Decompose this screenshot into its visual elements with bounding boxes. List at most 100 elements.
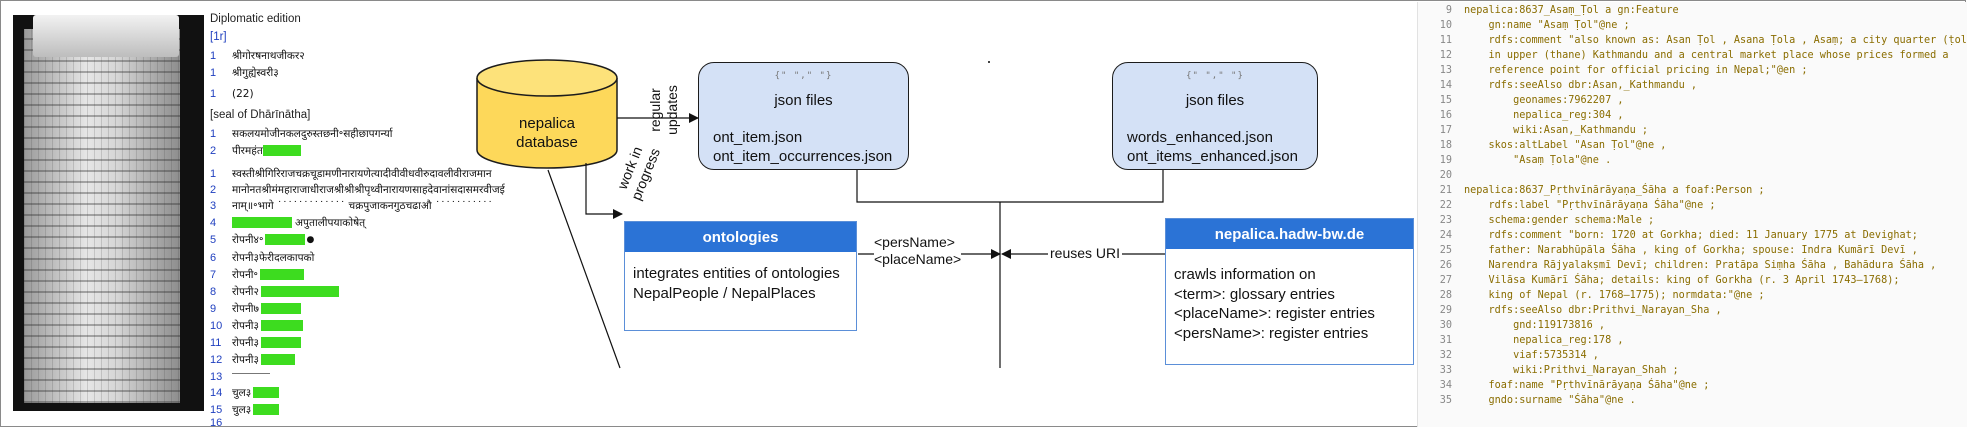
code-line: 11 rdfs:comment "also known as: Asan Ṭol… bbox=[1439, 35, 1967, 46]
line-number: 10 bbox=[210, 319, 223, 332]
edge-json-join bbox=[856, 168, 1164, 203]
edition-title: Diplomatic edition bbox=[210, 13, 301, 25]
line-number: 6 bbox=[210, 251, 217, 264]
json-icon: {" "," "} bbox=[774, 71, 833, 81]
json-files-box-left[interactable]: {" "," "} json files ont_item.json ont_i… bbox=[698, 62, 909, 170]
code-line: 24 rdfs:comment "born: 1720 at Gorkha; d… bbox=[1439, 230, 1918, 241]
line-number: 15 bbox=[210, 403, 223, 416]
line-number: 13 bbox=[210, 370, 223, 383]
edge-diagonal bbox=[547, 169, 621, 369]
code-line: 30 gnd:119173816 , bbox=[1439, 320, 1606, 331]
json-file-list: ont_item.json ont_item_occurrences.json bbox=[713, 129, 893, 165]
edition-line: 1(22) bbox=[210, 87, 254, 100]
code-line: 20 bbox=[1439, 170, 1452, 181]
ontologies-title: ontologies bbox=[625, 222, 856, 252]
line-number: 4 bbox=[210, 216, 217, 229]
code-line: 35 gndo:surname "Śāha"@ne . bbox=[1439, 395, 1636, 406]
line-number: 7 bbox=[210, 268, 217, 281]
database-label: nepalica database bbox=[516, 115, 578, 151]
line-number: 1 bbox=[210, 167, 217, 180]
line-number: 8 bbox=[210, 285, 217, 298]
database-cylinder[interactable] bbox=[476, 59, 618, 169]
json-file-list: words_enhanced.json ont_items_enhanced.j… bbox=[1127, 129, 1298, 165]
stray-dot bbox=[988, 61, 990, 63]
code-line: 17 wiki:Asan,_Kathmandu ; bbox=[1439, 125, 1649, 136]
edition-seal-note: [seal of Dhārīnātha] bbox=[210, 109, 311, 121]
entity-highlight[interactable] bbox=[261, 337, 301, 348]
code-line: 16 nepalica_reg:304 , bbox=[1439, 110, 1624, 121]
edge-label-ontologies: <persName> <placeName> bbox=[874, 234, 962, 268]
hadw-box[interactable]: nepalica.hadw-bw.de crawls information o… bbox=[1165, 218, 1414, 365]
line-number: 1 bbox=[210, 87, 217, 100]
edition-line: 16 bbox=[210, 417, 232, 429]
entity-highlight[interactable] bbox=[253, 387, 280, 398]
code-line: 22 rdfs:label "Pṛthvīnārāyaṇa Śāha"@ne ; bbox=[1439, 200, 1716, 211]
manuscript-paper bbox=[24, 29, 180, 403]
line-number: 16 bbox=[210, 417, 223, 429]
manuscript-folded-top bbox=[33, 15, 179, 57]
line-number: 1 bbox=[210, 66, 217, 79]
json-box-title: json files bbox=[1185, 92, 1245, 109]
entity-highlight[interactable] bbox=[253, 404, 280, 415]
line-number: 2 bbox=[210, 183, 217, 196]
line-number: 11 bbox=[210, 336, 222, 349]
code-line: 28 king of Nepal (r. 1768–1775); normdat… bbox=[1439, 290, 1765, 301]
line-number: 14 bbox=[210, 386, 223, 399]
code-line: 14 rdfs:seeAlso dbr:Asan,_Kathmandu , bbox=[1439, 80, 1698, 91]
edition-folio[interactable]: [1r] bbox=[210, 31, 227, 43]
line-number: 5 bbox=[210, 233, 217, 246]
hadw-title: nepalica.hadw-bw.de bbox=[1166, 219, 1413, 249]
code-line: 10 gn:name "Asaṃ Ṭol"@ne ; bbox=[1439, 20, 1630, 31]
code-line: 34 foaf:name "Pṛthvīnārāyaṇa Śāha"@ne ; bbox=[1439, 380, 1710, 391]
entity-highlight[interactable] bbox=[262, 145, 301, 156]
line-number: 2 bbox=[210, 144, 217, 157]
ontologies-box[interactable]: ontologies integrates entities of ontolo… bbox=[624, 221, 857, 331]
entity-highlight[interactable] bbox=[232, 217, 292, 228]
json-files-box-right[interactable]: {" "," "} json files words_enhanced.json… bbox=[1112, 62, 1318, 170]
code-line: 15 geonames:7962207 , bbox=[1439, 95, 1624, 106]
code-line: 31 nepalica_reg:178 , bbox=[1439, 335, 1624, 346]
code-line: 27 Vilāsa Kumārī Śāha; details: king of … bbox=[1439, 275, 1900, 286]
edge-label-reuses-uri: reuses URI bbox=[1048, 245, 1123, 261]
code-line: 18 skos:altLabel "Asan Ṭol"@ne , bbox=[1439, 140, 1667, 151]
entity-highlight[interactable] bbox=[265, 234, 306, 245]
code-line: 12 in upper (thane) Kathmandu and a cent… bbox=[1439, 50, 1949, 61]
gap-rule bbox=[232, 373, 270, 374]
entity-highlight[interactable] bbox=[260, 269, 304, 280]
edition-line: 13 bbox=[210, 369, 270, 384]
ontologies-body: integrates entities of ontologies NepalP… bbox=[633, 265, 840, 302]
json-box-title: json files bbox=[774, 92, 833, 109]
entity-highlight[interactable] bbox=[261, 354, 295, 365]
line-number: 1 bbox=[210, 127, 217, 140]
code-line: 23 schema:gender schema:Male ; bbox=[1439, 215, 1655, 226]
code-line: 25 father: Narabhūpāla Śāha , king of Go… bbox=[1439, 245, 1918, 256]
line-number: 12 bbox=[210, 353, 223, 366]
entity-highlight[interactable] bbox=[261, 320, 303, 331]
entity-highlight[interactable] bbox=[261, 286, 339, 297]
entity-highlight[interactable] bbox=[261, 303, 301, 314]
line-number: 3 bbox=[210, 199, 217, 212]
manuscript-image bbox=[13, 15, 204, 411]
code-line: 13 reference point for official pricing … bbox=[1439, 65, 1808, 76]
edge-work-in-progress bbox=[585, 163, 623, 219]
